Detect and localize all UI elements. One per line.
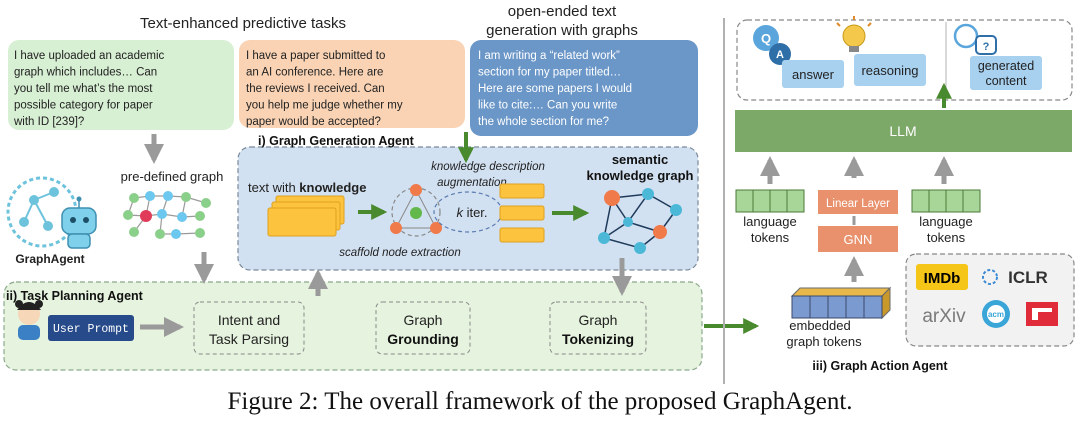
user-avatar [15, 300, 43, 340]
iclr-logo: ICLR [982, 268, 1048, 287]
blue-prompt-line: I am writing a “related work” [478, 50, 620, 62]
svg-text:arXiv: arXiv [922, 306, 966, 327]
generated-content-chip: generated content [970, 56, 1042, 90]
svg-text:IMDb: IMDb [924, 270, 961, 287]
svg-text:A: A [776, 49, 784, 61]
orange-prompt-line: the reviews I received. Can [246, 83, 385, 95]
language-tokens-right-line2: tokens [927, 230, 966, 245]
kda-label-line2: augmentation [437, 177, 507, 189]
svg-text:Graph: Graph [404, 312, 443, 328]
blue-prompt-line: the whole section for me? [478, 116, 609, 128]
red-logo-icon [1026, 302, 1058, 326]
task-planning-agent-panel [3, 281, 703, 371]
linear-layer-block: Linear Layer [818, 190, 898, 214]
figure-caption: Figure 2: The overall framework of the p… [227, 388, 853, 415]
blue-prompt-line: like to cite:… Can you write [478, 100, 617, 112]
semantic-kg-label-line2: knowledge graph [587, 168, 694, 183]
orange-prompt-line: an AI conference. Here are [246, 67, 383, 79]
green-prompt-bubble: I have uploaded an academic graph which i… [8, 40, 234, 130]
svg-text:ICLR: ICLR [1008, 268, 1048, 287]
blue-prompt-bubble: I am writing a “related work” section for… [470, 40, 698, 136]
svg-text:content: content [985, 74, 1027, 88]
gnn-block: GNN [818, 226, 898, 252]
graph-grounding-box: Graph Grounding [375, 301, 471, 355]
semantic-kg-label-line1: semantic [612, 152, 668, 167]
user-prompt-badge: User Prompt [48, 315, 134, 341]
imdb-logo: IMDb [916, 264, 968, 290]
intent-task-parsing-box: Intent and Task Parsing [193, 301, 305, 355]
predefined-graph-label: pre-defined graph [121, 169, 224, 184]
graph-generation-agent-title: i) Graph Generation Agent [258, 134, 415, 148]
chat-question-icon: ? [953, 23, 997, 55]
embedded-tokens-line2: graph tokens [786, 334, 862, 349]
llm-block: LLM [735, 110, 1072, 152]
svg-text:Q: Q [761, 31, 771, 46]
svg-text:Grounding: Grounding [387, 331, 459, 347]
green-prompt-line: I have uploaded an academic [14, 50, 164, 62]
svg-text:?: ? [983, 41, 990, 53]
svg-text:Intent and: Intent and [218, 312, 280, 328]
blue-prompt-line: Here are some papers I would [478, 83, 632, 95]
green-prompt-line: possible category for paper [14, 100, 153, 112]
language-tokens-right-line1: language [919, 214, 973, 229]
predefined-graph-icon [123, 191, 211, 239]
open-ended-heading-line2: generation with graphs [486, 22, 638, 39]
green-prompt-line: graph which includes… Can [14, 67, 157, 79]
embedded-tokens-line1: embedded [789, 318, 850, 333]
svg-text:GNN: GNN [844, 232, 873, 247]
embedded-graph-tokens-icon [790, 286, 892, 320]
svg-text:generated: generated [978, 59, 1034, 73]
svg-text:Tokenizing: Tokenizing [562, 331, 634, 347]
open-ended-heading-line1: open-ended text [508, 3, 617, 20]
language-tokens-right [911, 189, 981, 213]
orange-prompt-line: I have a paper submitted to [246, 50, 385, 62]
language-tokens-left-line2: tokens [751, 230, 790, 245]
task-planning-agent-title: ii) Task Planning Agent [6, 289, 144, 303]
answer-chip: answer [782, 60, 844, 88]
description-list-icon [499, 183, 545, 243]
text-documents-icon [267, 195, 345, 237]
scaffold-graph-icon [390, 184, 442, 237]
graph-agent-label: GraphAgent [15, 252, 84, 266]
k-iter-label: k iter. [456, 205, 487, 220]
graph-action-agent-title: iii) Graph Action Agent [812, 359, 948, 373]
svg-text:reasoning: reasoning [861, 63, 918, 78]
green-prompt-line: with ID [239]? [13, 116, 84, 128]
svg-text:User Prompt: User Prompt [53, 323, 129, 336]
orange-prompt-bubble: I have a paper submitted to an AI confere… [239, 40, 465, 128]
robot-icon [61, 196, 97, 249]
acm-logo: acm [982, 300, 1010, 328]
svg-text:answer: answer [792, 67, 835, 82]
language-tokens-left [735, 189, 805, 213]
language-tokens-left-line1: language [743, 214, 797, 229]
blue-prompt-line: section for my paper titled… [478, 67, 621, 79]
svg-text:Graph: Graph [579, 312, 618, 328]
kda-label-line1: knowledge description [431, 161, 545, 173]
svg-text:Linear Layer: Linear Layer [826, 198, 890, 210]
lightbulb-icon [836, 16, 872, 52]
green-prompt-line: you tell me what’s the most [14, 83, 153, 95]
text-with-knowledge-label: text with knowledge [248, 180, 366, 195]
reasoning-chip: reasoning [854, 54, 926, 86]
svg-text:Task Parsing: Task Parsing [209, 331, 289, 347]
svg-text:LLM: LLM [889, 123, 916, 139]
arxiv-logo: arXiv [922, 306, 966, 327]
svg-text:acm: acm [988, 310, 1004, 319]
orange-prompt-line: paper would be accepted? [246, 116, 381, 128]
orange-prompt-line: you help me judge whether my [246, 100, 403, 112]
scaffold-node-extraction-label: scaffold node extraction [339, 247, 460, 259]
graph-tokenizing-box: Graph Tokenizing [549, 301, 647, 355]
semantic-knowledge-graph-icon [598, 188, 682, 254]
qa-chat-icon: Q A [753, 25, 791, 65]
predictive-tasks-heading: Text-enhanced predictive tasks [140, 15, 346, 32]
